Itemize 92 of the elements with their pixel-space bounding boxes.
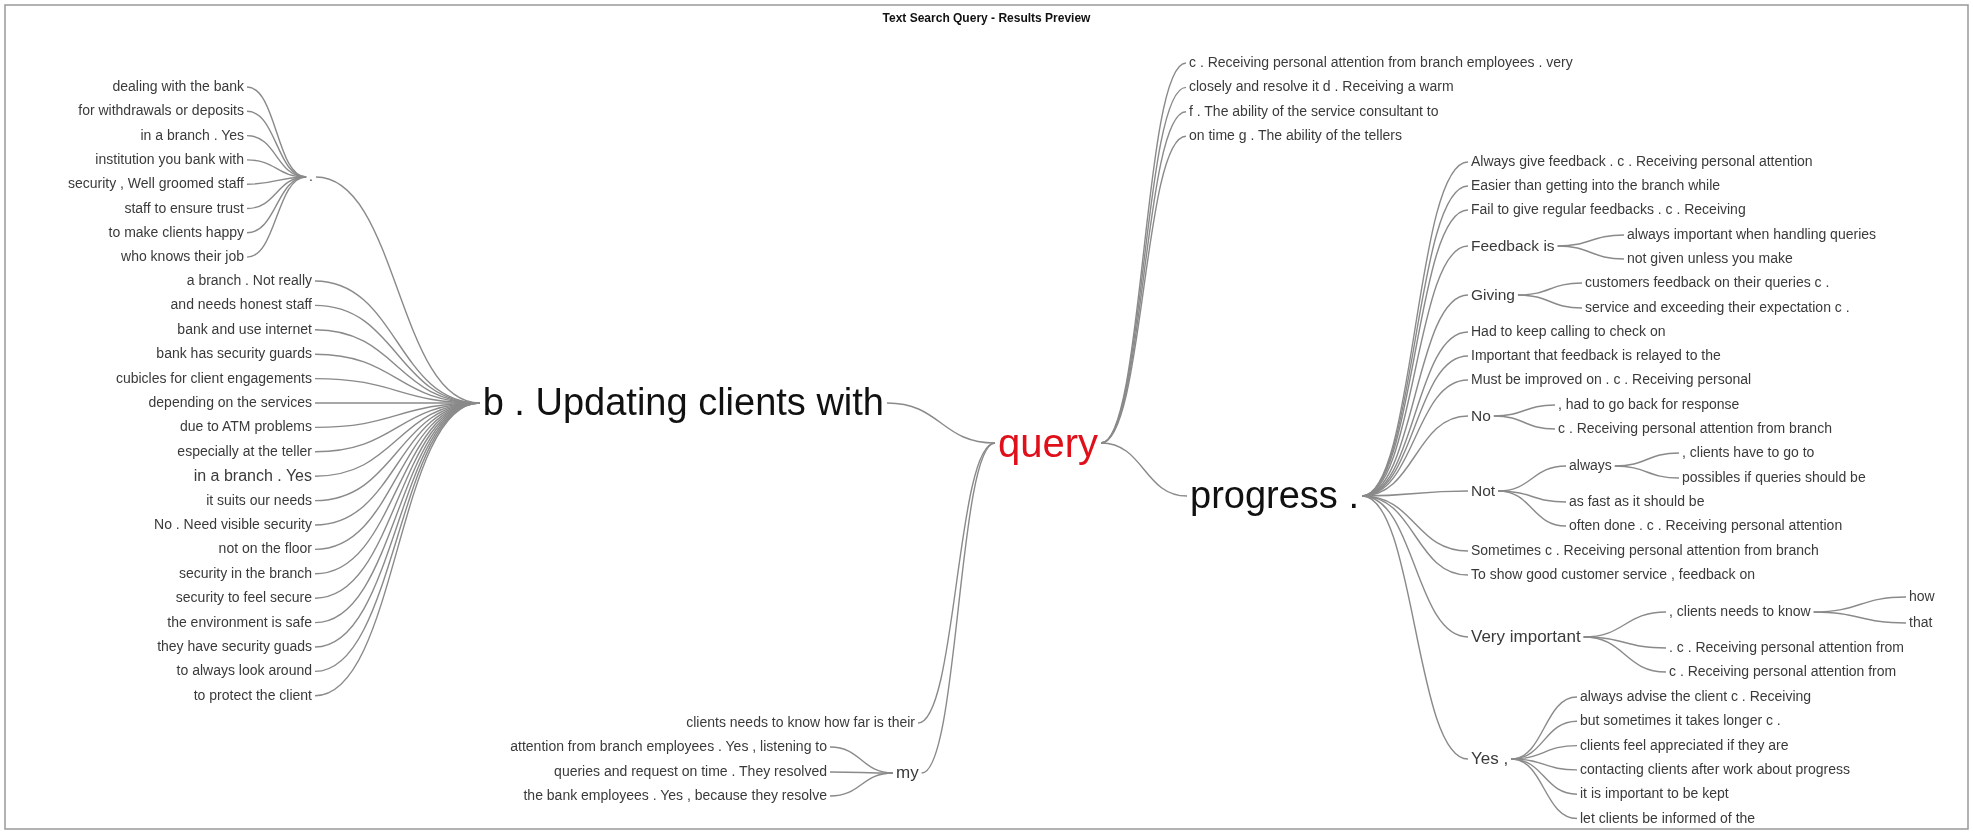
branch-connector — [246, 176, 307, 258]
phrase-text: Not — [1468, 482, 1499, 500]
phrase-text: b . Updating clients with — [479, 382, 887, 424]
branch-connector — [1556, 245, 1625, 260]
phrase-text: it suits our needs — [203, 492, 315, 509]
phrase-text: No — [1468, 407, 1494, 425]
phrase-text: how — [1906, 589, 1938, 605]
phrase-text: dealing with the bank — [109, 79, 247, 95]
phrase-text: it is important to be kept — [1577, 786, 1732, 802]
branch-connector — [246, 176, 307, 234]
phrase-text: the environment is safe — [164, 614, 315, 631]
phrase-text: to always look around — [173, 663, 315, 680]
branch-connector — [1582, 636, 1667, 673]
phrase-text: they have security guads — [154, 639, 315, 655]
branch-connector — [920, 442, 996, 774]
phrase-text: the bank employees . Yes , because they resolve — [520, 788, 830, 804]
root-keyword: query — [994, 421, 1102, 465]
phrase-text: a branch . Not really — [183, 273, 315, 289]
phrase-text: to protect the client — [190, 688, 315, 704]
phrase-text: Had to keep calling to check on — [1468, 324, 1669, 340]
phrase-text: that — [1906, 615, 1936, 631]
phrase-text: customers feedback on their queries c . — [1582, 275, 1833, 291]
phrase-text: Very important — [1468, 627, 1584, 647]
phrase-text: not on the floor — [215, 541, 315, 558]
phrase-text: clients needs to know how far is their — [683, 715, 918, 731]
phrase-text: contacting clients after work about progress — [1577, 762, 1854, 778]
branch-connector — [1493, 415, 1556, 430]
phrase-text: c . Receiving personal attention from branch — [1555, 421, 1835, 437]
phrase-text: for withdrawals or deposits — [75, 103, 247, 119]
phrase-text: institution you bank with — [92, 152, 247, 168]
phrase-text: progress . — [1187, 475, 1362, 517]
phrase-text: attention from branch employees . Yes , listening to — [507, 739, 830, 755]
phrase-text: often done . c . Receiving personal attention — [1566, 518, 1846, 534]
phrase-text: bank has security guards — [153, 346, 315, 362]
phrase-text: on time g . The ability of the tellers — [1186, 128, 1405, 144]
phrase-text: closely and resolve it d . Receiving a warm — [1186, 79, 1457, 96]
phrase-text: especially at the teller — [174, 444, 315, 460]
phrase-text: f . The ability of the service consultant to — [1186, 104, 1442, 120]
phrase-text: bank and use internet — [174, 322, 315, 338]
phrase-text: always — [1566, 458, 1615, 474]
phrase-text: due to ATM problems — [176, 419, 315, 436]
phrase-text: , clients have to go to — [1679, 445, 1818, 461]
phrase-text: Must be improved on . c . Receiving personal — [1468, 372, 1755, 388]
phrase-text: as fast as it should be — [1566, 494, 1708, 510]
phrase-text: in a branch . Yes — [137, 127, 247, 144]
phrase-text: c . Receiving personal attention from branch employees . very — [1186, 55, 1576, 71]
phrase-text: always important when handling queries — [1624, 227, 1880, 243]
phrase-text: Easier than getting into the branch while — [1468, 178, 1724, 194]
phrase-text: c . Receiving personal attention from — [1666, 664, 1900, 680]
phrase-text: and needs honest staff — [167, 297, 315, 314]
phrase-text: possibles if queries should be — [1679, 470, 1869, 486]
phrase-text: to make clients happy — [105, 225, 247, 241]
phrase-text: To show good customer service , feedback on — [1468, 567, 1759, 583]
phrase-text: Yes , — [1468, 749, 1512, 769]
phrase-text: security in the branch — [175, 566, 315, 582]
phrase-text: depending on the services — [145, 395, 315, 411]
phrase-text: always advise the client c . Receiving — [1577, 689, 1815, 705]
phrase-text: my — [893, 763, 922, 783]
branch-connector — [1517, 294, 1583, 309]
phrase-text: queries and request on time . They resolved — [551, 764, 830, 780]
phrase-text: , had to go back for response — [1555, 397, 1743, 413]
phrase-text: . c . Receiving personal attention from — [1666, 640, 1907, 656]
phrase-text: who knows their job — [118, 249, 247, 265]
phrase-text: security , Well groomed staff — [64, 176, 247, 192]
phrase-text: Fail to give regular feedbacks . c . Receiving — [1468, 202, 1749, 218]
phrase-text: Feedback is — [1468, 237, 1558, 255]
phrase-text: clients feel appreciated if they are — [1577, 737, 1792, 754]
phrase-text: Always give feedback . c . Receiving personal attention — [1468, 154, 1816, 170]
phrase-text: in a branch . Yes — [190, 467, 315, 485]
phrase-text: Sometimes c . Receiving personal attention from branch — [1468, 543, 1822, 559]
phrase-text: Important that feedback is relayed to the — [1468, 348, 1724, 364]
branch-connector — [829, 772, 894, 797]
branch-connector — [1361, 495, 1469, 760]
phrase-text: staff to ensure trust — [121, 200, 247, 217]
phrase-text: but sometimes it takes longer c . — [1577, 713, 1784, 729]
phrase-text: , clients needs to know — [1666, 604, 1814, 620]
branch-connector — [1510, 758, 1578, 820]
phrase-text: not given unless you make — [1624, 251, 1796, 267]
phrase-text: cubicles for client engagements — [112, 370, 315, 387]
phrase-text: Giving — [1468, 286, 1518, 304]
chart-title: Text Search Query - Results Preview — [882, 11, 1091, 25]
branch-connector — [1614, 465, 1680, 479]
phrase-text: let clients be informed of the — [1577, 810, 1759, 827]
branch-connector — [1812, 611, 1907, 624]
branch-connector — [246, 176, 307, 210]
branch-connector — [886, 402, 996, 444]
phrase-text: No . Need visible security — [151, 517, 315, 533]
branch-connector — [1497, 490, 1567, 527]
phrase-text: service and exceeding their expectation c . — [1582, 300, 1853, 316]
branch-connector — [1100, 442, 1188, 497]
phrase-text: security to feel secure — [172, 590, 315, 606]
phrase-text: . — [306, 169, 316, 185]
